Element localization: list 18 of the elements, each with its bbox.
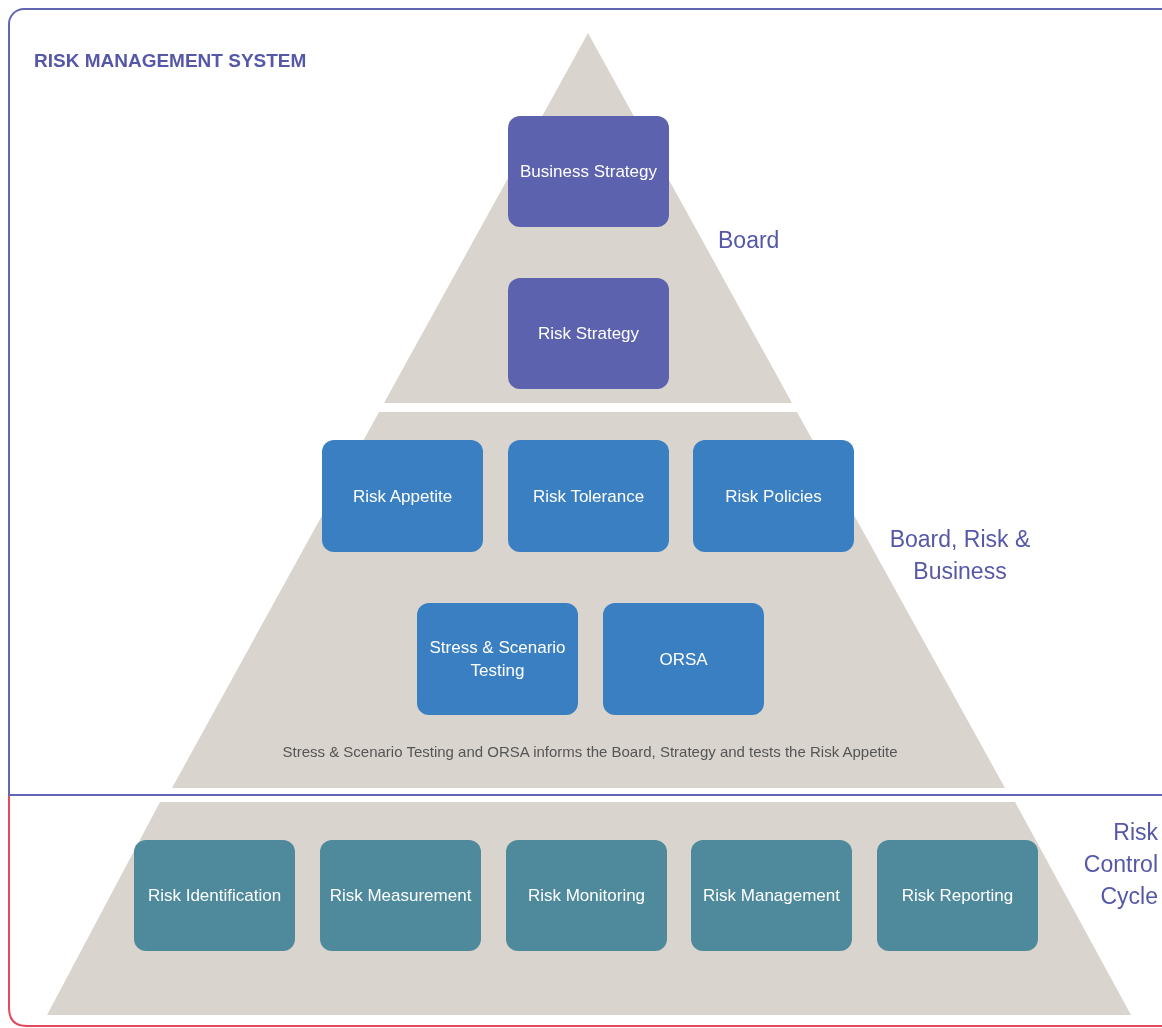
process-box: Risk Measurement: [320, 840, 481, 951]
process-box: Business Strategy: [508, 116, 669, 227]
note-text: Stress & Scenario Testing and ORSA informs the Board, Strategy and tests the Risk Appetite: [281, 742, 899, 762]
tier-label: Risk Control Cycle: [1082, 818, 1158, 911]
process-box: Risk Tolerance: [508, 440, 669, 552]
process-box: Risk Identification: [134, 840, 295, 951]
frame-title: RISK MANAGEMENT SYSTEM: [34, 50, 307, 72]
tier-label: Board: [718, 226, 781, 255]
process-box: Stress & Scenario Testing: [417, 603, 578, 715]
tier-label: Board, Risk & Business: [888, 525, 1032, 586]
process-box: ORSA: [603, 603, 764, 715]
process-box: Risk Reporting: [877, 840, 1038, 951]
system-frame: [8, 8, 1162, 796]
process-box: Risk Monitoring: [506, 840, 667, 951]
process-box: Risk Management: [691, 840, 852, 951]
process-box: Risk Policies: [693, 440, 854, 552]
process-box: Risk Appetite: [322, 440, 483, 552]
process-box: Risk Strategy: [508, 278, 669, 389]
